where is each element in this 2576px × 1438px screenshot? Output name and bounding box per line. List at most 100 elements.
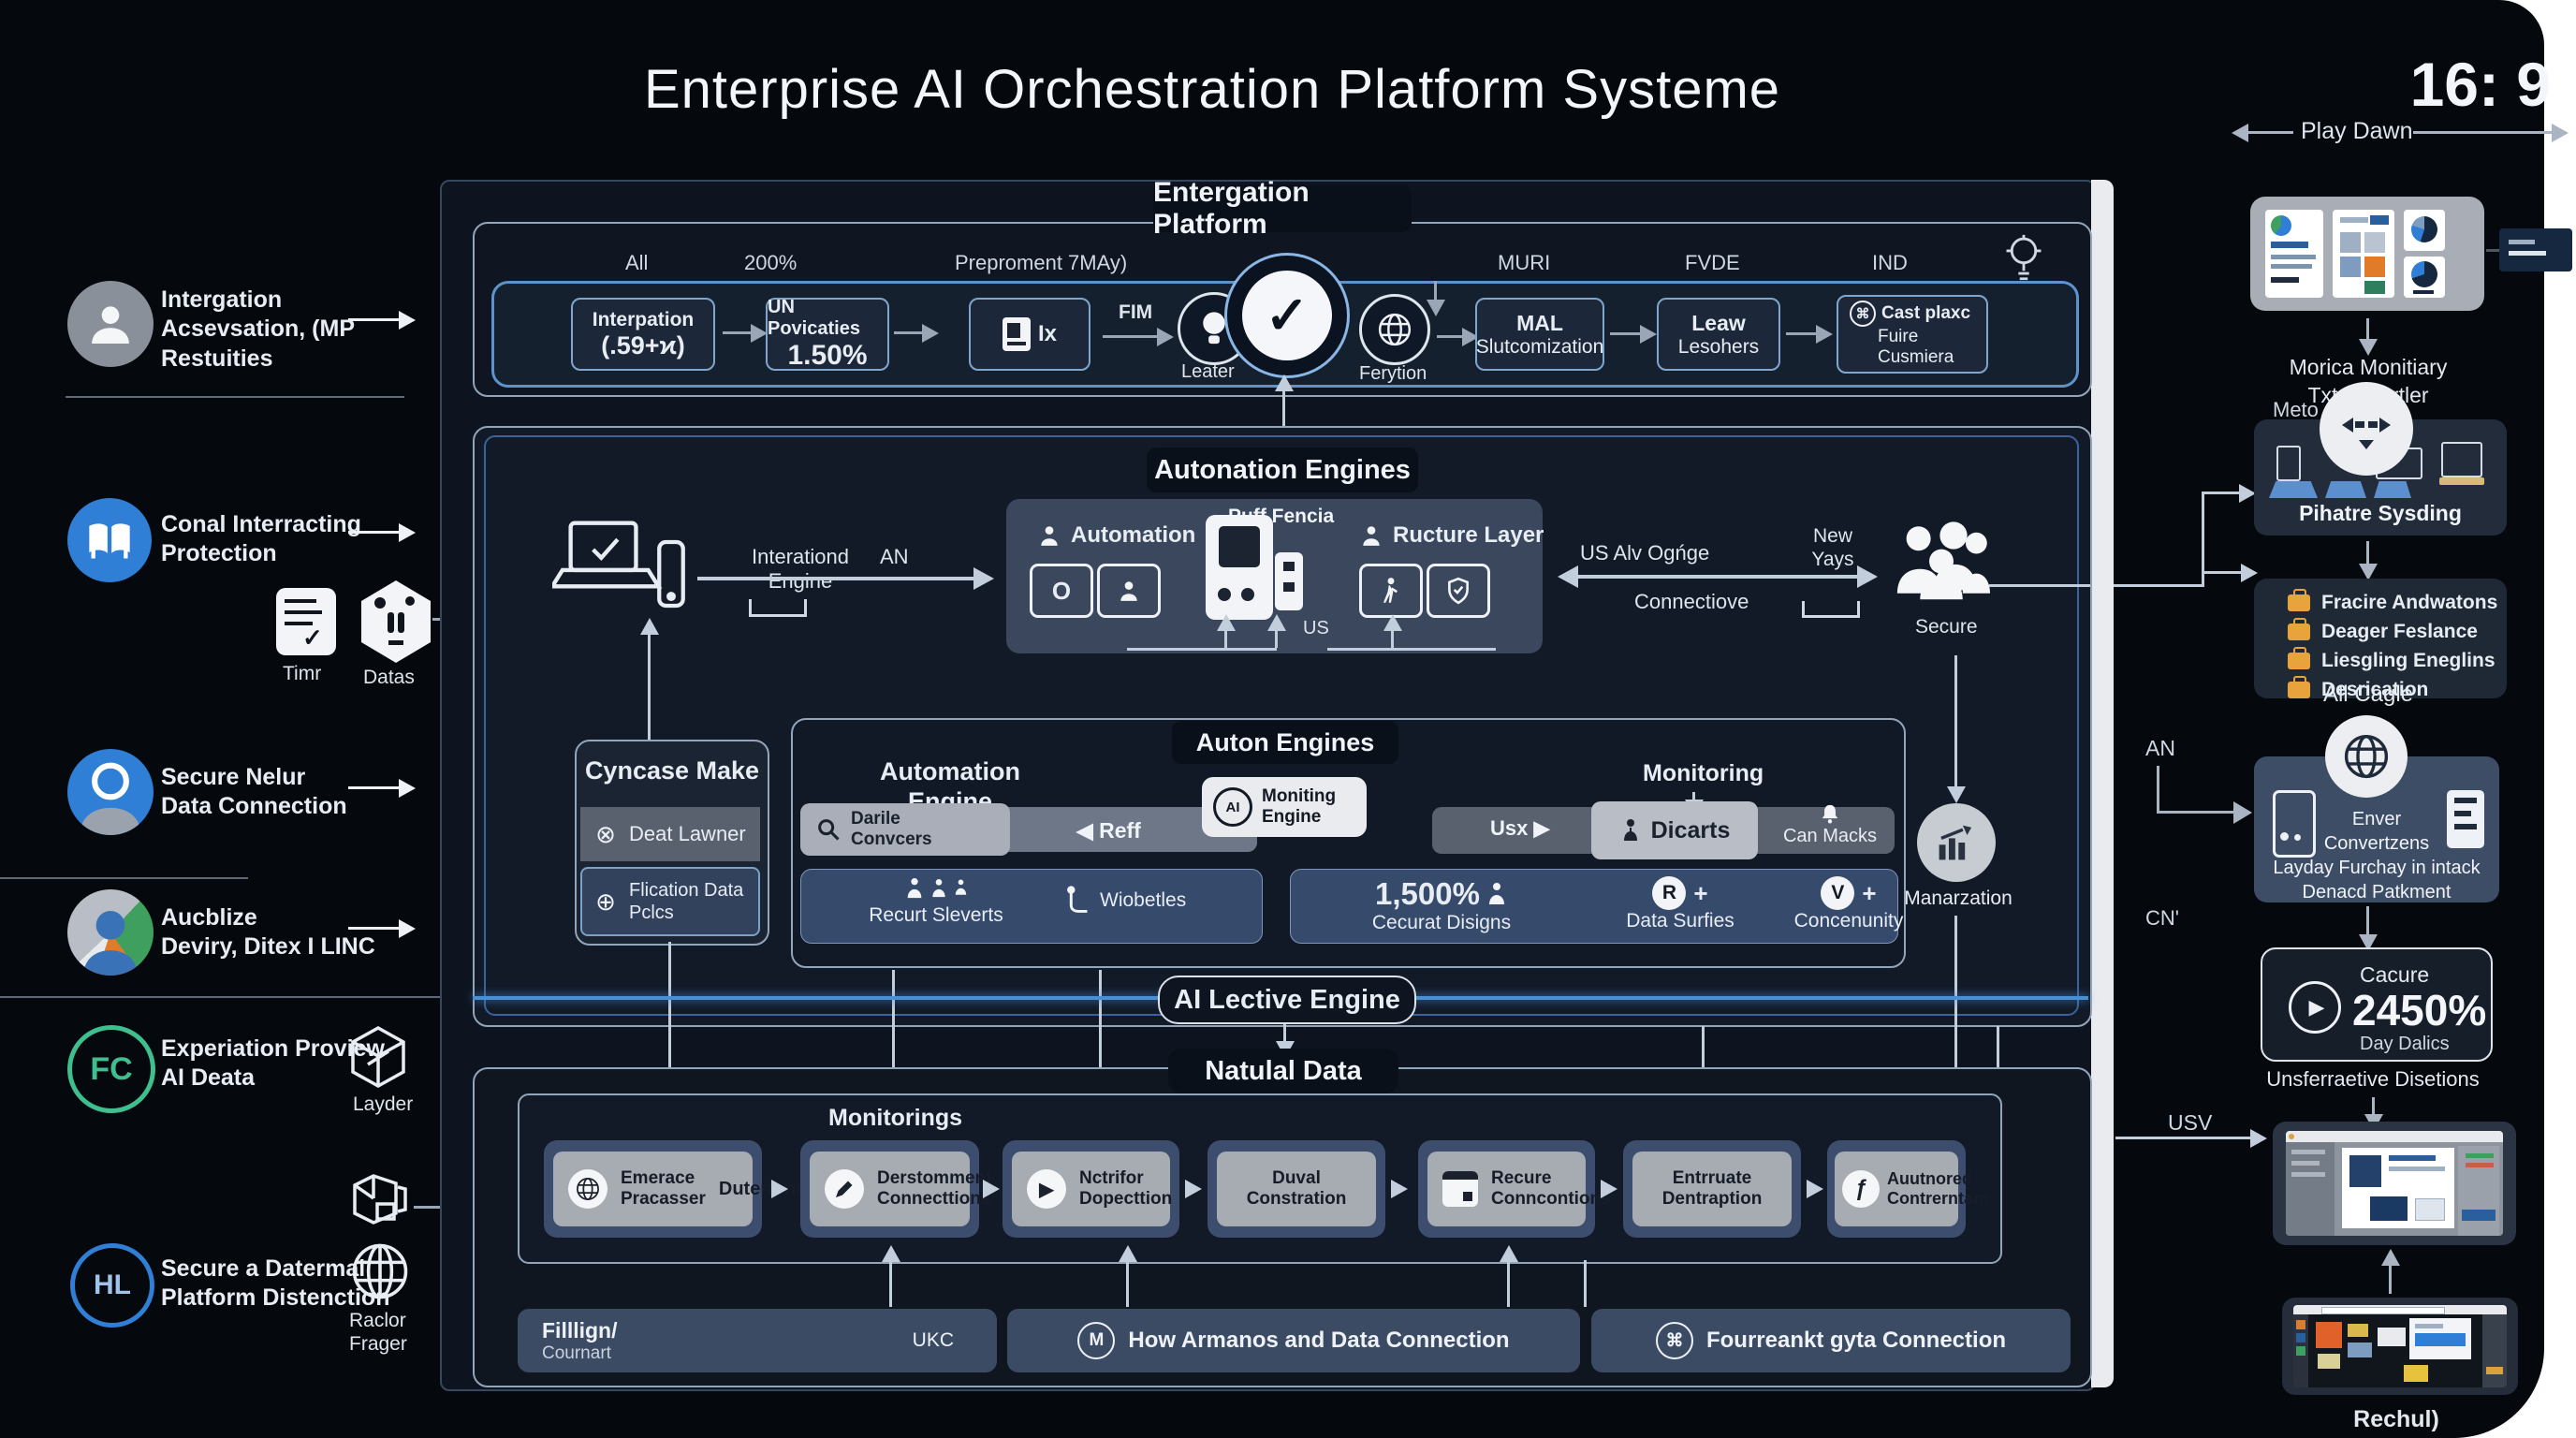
arrow-right-icon: [1640, 325, 1657, 344]
divider: [0, 877, 248, 879]
filllign-line1: Filllign/: [542, 1317, 618, 1343]
flow-line: [348, 786, 401, 789]
arrow-right-icon: [1601, 1180, 1617, 1198]
person-flag-icon: [1623, 819, 1637, 841]
play-dawn-label: Play Dawn: [2301, 118, 2413, 144]
arrow-right-icon: [1391, 1180, 1408, 1198]
process-label: Entrruate Dentraption: [1661, 1168, 1763, 1209]
data-surfies-label: Data Surfies: [1626, 910, 1734, 932]
arrow-right-icon: [399, 779, 416, 798]
fourreank-bar: ⌘ Fourreankt gyta Connection: [1591, 1309, 2071, 1372]
list-item-label: Fracire Andwatons: [2321, 592, 2498, 613]
play-dawn-line-left: [2239, 131, 2293, 134]
terminal-icon: [2276, 446, 2301, 481]
process-label: Auutnored Contrerntant: [1887, 1169, 1989, 1208]
moniting-engine-label: Moniting Engine: [1262, 786, 1337, 827]
divider: [0, 996, 473, 998]
r-badge-icon: R: [1652, 876, 1687, 910]
timr-doc-icon: ✓: [276, 588, 336, 655]
list-item-label: Deager Feslance: [2321, 621, 2478, 642]
arrow-right-icon: [399, 523, 416, 542]
auton-engines-header: Auton Engines: [1172, 721, 1398, 764]
process-box-derstomment: Derstomment Connecttions: [810, 1152, 991, 1226]
arrow-down-icon: [1947, 786, 1966, 803]
arrow-right-icon: [771, 1180, 788, 1198]
features-list-card: Fracire Andwatons Deager Feslance Liesgl…: [2254, 579, 2507, 700]
arrow-up-icon: [1383, 614, 1402, 631]
flication-data-row: ⊕ Flication Data Pclcs: [580, 867, 760, 936]
bracket-shape: [1802, 601, 1860, 618]
arrow-right-icon: [399, 311, 416, 330]
cacure-sub: Day Dalics: [2360, 1034, 2450, 1054]
usx-label: Usx ▶: [1490, 816, 1550, 840]
printer-icon: [1002, 317, 1031, 351]
bracket-shape: [749, 599, 807, 617]
monitoring-title: Monitoring: [1643, 760, 1764, 786]
datas-hexagon-icon: [358, 579, 434, 665]
layder-cube-icon: [349, 1025, 407, 1089]
entergation-platform-header: Entergation Platform: [1153, 177, 1412, 240]
cecurat-label: Cecurat Disigns: [1371, 912, 1512, 933]
arrow-right-icon: [1157, 328, 1174, 346]
person-icon: [1488, 883, 1504, 904]
arrow-up-icon: [2381, 1249, 2400, 1266]
how-armanos-label: How Armanos and Data Connection: [1128, 1328, 1510, 1353]
meto-label: Meto: [2273, 398, 2319, 421]
leater-label: Leater: [1181, 361, 1235, 382]
interationd-engine-label: Interationd Engine: [752, 545, 849, 594]
command-badge-icon: ⌘: [1655, 1322, 1693, 1359]
recurt-sleverts-item: Recurt Sleverts: [852, 876, 1020, 927]
process-box-shell: ƒ Auutnored Contrerntant: [1827, 1140, 1989, 1238]
ai-badge-icon: AI: [1213, 787, 1252, 827]
fourreank-label: Fourreankt gyta Connection: [1705, 1328, 2007, 1353]
plus-sign: +: [1862, 878, 1877, 907]
screenshot-thumbnail-2: [2282, 1298, 2518, 1395]
raclor-frager-label: Raclor Frager: [349, 1310, 407, 1356]
moniting-engine-chip: AI Moniting Engine: [1202, 777, 1367, 837]
cast-plaxc-box: ⌘ Cast plaxc Fuire Cusmiera: [1837, 295, 1988, 374]
label-200: 200%: [744, 251, 798, 274]
arrow-right-icon: [1185, 1180, 1202, 1198]
ructure-layer-label: Ructure Layer: [1393, 522, 1544, 548]
secure-people-icon: [1893, 517, 1990, 603]
arrow-right-icon: [2239, 484, 2256, 503]
m-badge-icon: M: [1077, 1322, 1116, 1359]
timr-label: Timr: [283, 663, 322, 684]
flow-line: [348, 531, 401, 534]
command-icon: ⌘: [1850, 301, 1876, 327]
arrow-right-icon: [1807, 1180, 1823, 1198]
briefcase-icon: [2288, 676, 2310, 698]
user-avatar-multicolor-icon: [67, 889, 154, 976]
device-side-module: [1275, 552, 1303, 610]
arrow-up-icon: [882, 1245, 900, 1262]
how-armanos-bar: M How Armanos and Data Connection: [1007, 1309, 1580, 1372]
mini-dark-box: [2499, 228, 2572, 271]
ructure-label-row: Ructure Layer: [1359, 522, 1544, 549]
an-label: AN: [2145, 736, 2175, 760]
process-box-recure: Recure Conncontions: [1427, 1152, 1611, 1226]
sprout-icon: [1067, 886, 1088, 913]
flication-data-label: Flication Data Pclcs: [629, 880, 744, 923]
automation-label: Automation: [1071, 522, 1196, 548]
deat-lawner-label: Deat Lawner: [629, 822, 746, 845]
play-dawn-arrowhead-left: [2232, 124, 2248, 142]
document-icon: [2447, 790, 2484, 848]
node-shape: [2325, 481, 2366, 498]
user-avatar-icon: [67, 281, 154, 367]
sidebar-item-conal: Conal Interracting Protection: [161, 511, 361, 567]
cacure-stat-box: ▶ Cacure 2450% Day Dalics: [2261, 947, 2493, 1062]
person-icon: [1041, 526, 1058, 546]
arrow-right-icon: [2233, 801, 2252, 824]
arrow-down-icon: [1427, 300, 1445, 316]
arrow-up-icon: [1217, 614, 1236, 631]
unsfer-label: Unsferraetive Disetions: [2266, 1067, 2480, 1091]
cyncase-make-title: Cyncase Make: [584, 756, 760, 785]
monitoring-stat-box: [1290, 869, 1898, 944]
leaw-line1: Leaw: [1691, 310, 1746, 335]
briefcase-icon: [2288, 618, 2310, 640]
book-icon: [67, 498, 152, 582]
play-circle-icon: ▶: [2289, 981, 2341, 1034]
play-icon: ▶: [1027, 1169, 1066, 1209]
play-dawn-arrowhead-right: [2552, 124, 2569, 142]
briefcase-icon: [2288, 589, 2310, 611]
